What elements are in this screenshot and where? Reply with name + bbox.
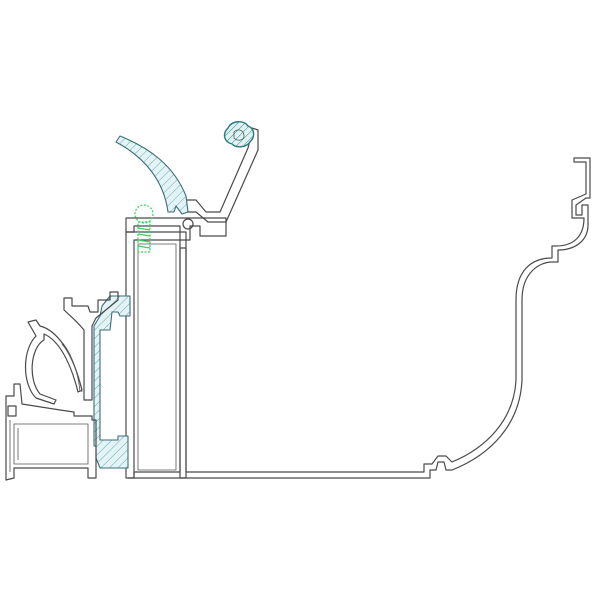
top-seal-hole	[233, 129, 245, 141]
left-upper-profile	[63, 291, 119, 401]
base-gutter-profile	[127, 157, 591, 479]
left-frame-inner	[13, 423, 89, 465]
curved-top-gasket	[115, 135, 189, 215]
mullion-inner-left	[137, 243, 177, 471]
head-pivot	[182, 218, 194, 230]
vertical-mullion	[125, 231, 187, 479]
left-glazing-bead	[93, 295, 131, 469]
left-frame-profile	[5, 383, 97, 481]
screw-icon	[134, 204, 154, 253]
vent-arc-line-2	[61, 343, 83, 393]
top-seal-gasket	[223, 121, 255, 148]
lower-left-notch	[7, 405, 17, 417]
left-frame-mid	[9, 420, 19, 472]
head-plate	[125, 217, 227, 241]
